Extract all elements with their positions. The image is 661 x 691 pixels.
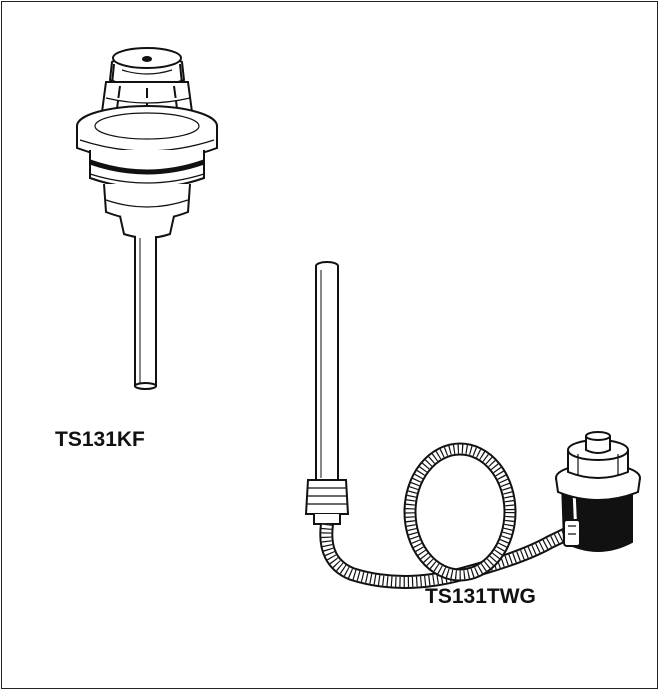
ts131twg-label: TS131TWG bbox=[425, 585, 536, 608]
ts131kf-sensor bbox=[76, 47, 218, 390]
ts131twg-sensor bbox=[304, 261, 641, 589]
ts131kf-label: TS131KF bbox=[55, 428, 145, 451]
